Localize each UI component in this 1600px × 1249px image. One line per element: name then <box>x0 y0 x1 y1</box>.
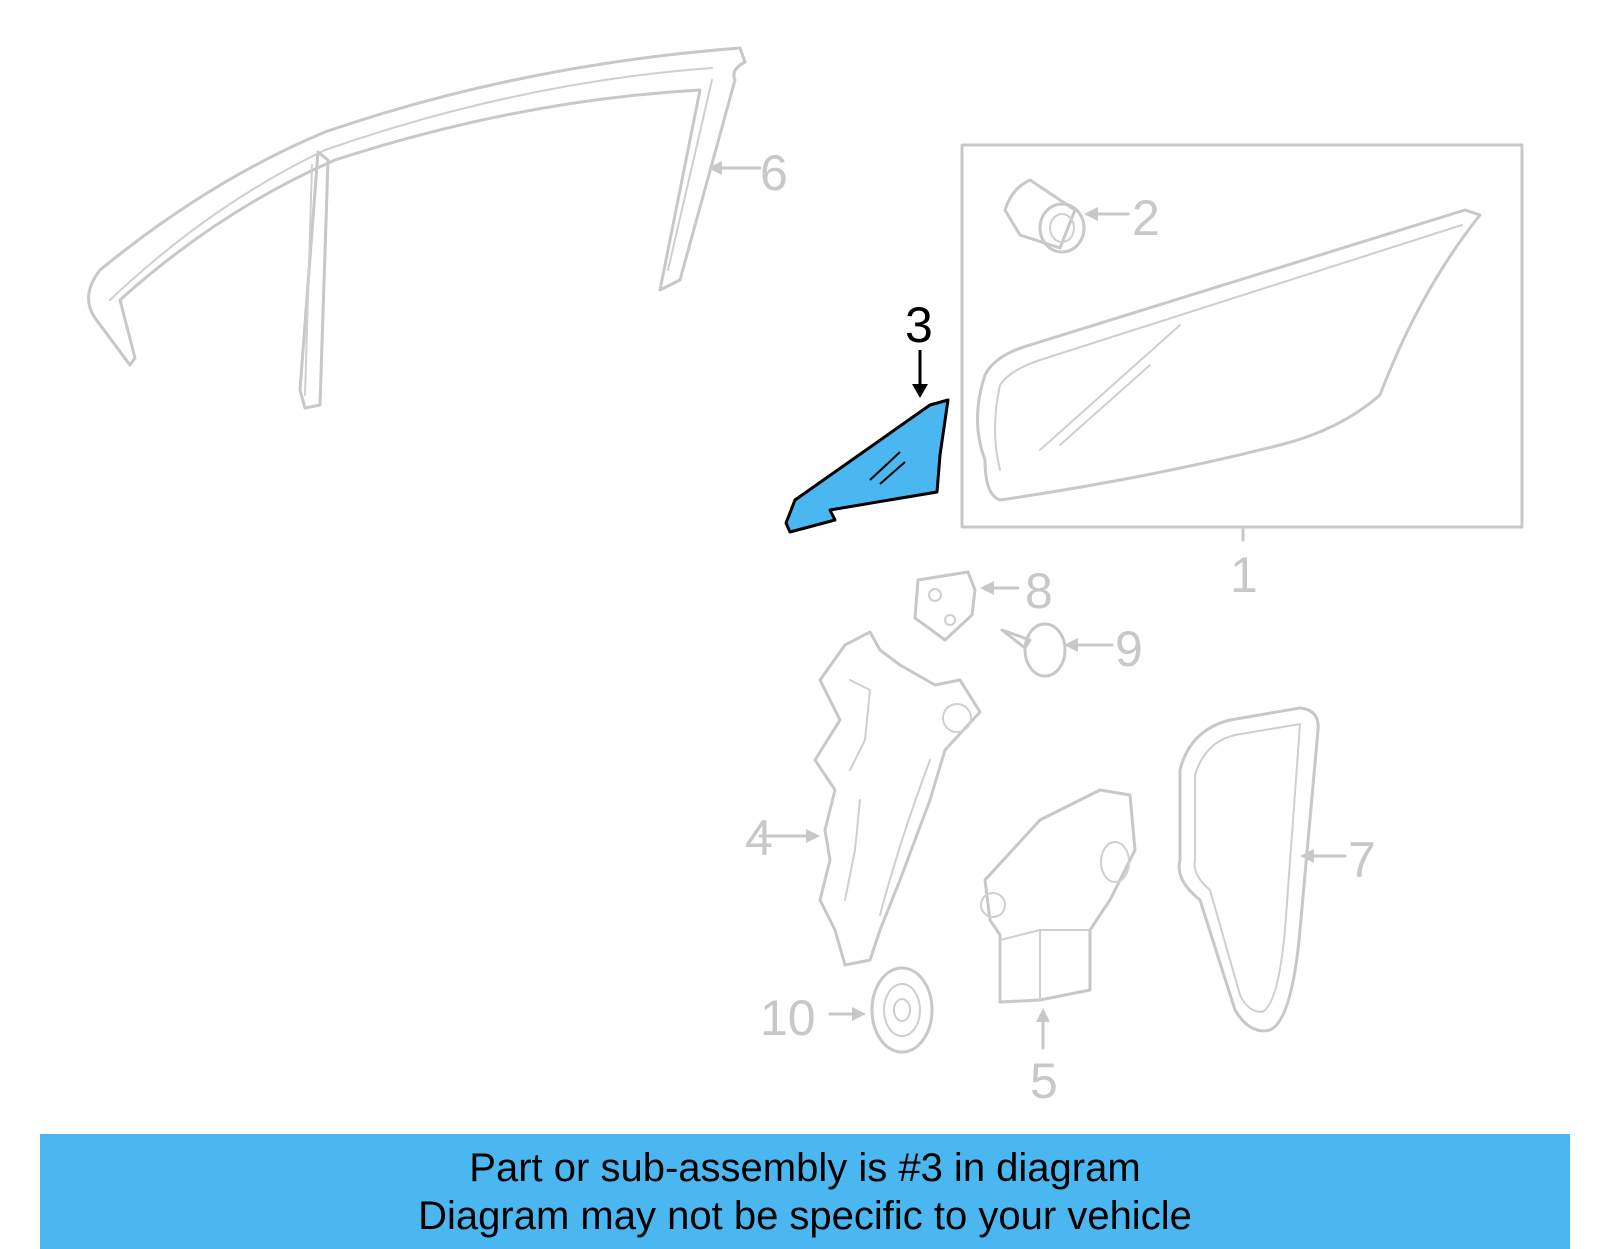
part-10-grommet <box>828 966 934 1054</box>
part-3-vent-glass-highlighted <box>784 350 950 534</box>
part-4-window-regulator <box>758 630 982 967</box>
banner-line-part: Part or sub-assembly is #3 in diagram <box>469 1146 1141 1190</box>
part-2-bushing <box>1003 178 1130 254</box>
callout-5: 5 <box>1030 1053 1058 1109</box>
callout-3: 3 <box>905 297 933 353</box>
part-1-door-glass <box>960 143 1524 542</box>
part-9-clip <box>1000 622 1114 678</box>
callout-8: 8 <box>1025 563 1053 619</box>
callout-7: 7 <box>1348 832 1376 888</box>
info-banner: Part or sub-assembly is #3 in diagram Di… <box>40 1134 1570 1249</box>
callout-4: 4 <box>745 810 773 866</box>
part-6-door-frame <box>87 46 762 410</box>
part-7-seal <box>1177 706 1347 1033</box>
part-8-bracket <box>913 570 1020 642</box>
callout-9: 9 <box>1115 621 1143 677</box>
callout-2: 2 <box>1132 190 1160 246</box>
part-5-window-motor <box>980 788 1137 1050</box>
callout-10: 10 <box>760 990 816 1046</box>
banner-line-disclaimer: Diagram may not be specific to your vehi… <box>418 1194 1192 1238</box>
callout-6: 6 <box>760 145 788 201</box>
callout-1: 1 <box>1230 547 1258 603</box>
